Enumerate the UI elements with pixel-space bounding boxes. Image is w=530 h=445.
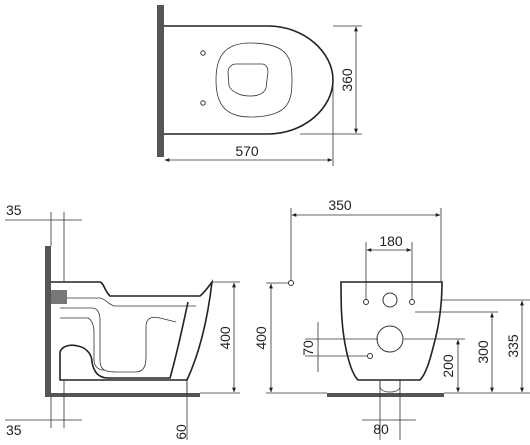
dim-label-35-bottom: 35: [6, 422, 22, 438]
bowl-outline-side: [51, 279, 214, 381]
water-inlet-front: [382, 292, 398, 308]
dim-label-300: 300: [475, 340, 491, 364]
outlet-front: [379, 380, 401, 393]
dim-label-350: 350: [328, 197, 352, 213]
dim-label-70: 70: [300, 340, 316, 356]
dim-label-400-front: 400: [253, 326, 269, 350]
bowl-rim-side: [64, 297, 196, 307]
floor-side-view: [45, 393, 200, 397]
dim-label-35-top: 35: [6, 202, 22, 218]
waste-outlet-front: [376, 325, 404, 353]
dim-label-200: 200: [440, 354, 456, 378]
bowl-rim-top: [215, 42, 293, 118]
dim-label-180: 180: [379, 233, 403, 249]
dim-label-335: 335: [505, 334, 521, 358]
dim-label-400-side: 400: [217, 326, 233, 350]
bowl-opening-top: [227, 63, 269, 97]
fixing-hole-front-right: [409, 299, 415, 305]
bowl-outline-front: [340, 281, 443, 381]
bowl-outline-top: [164, 25, 334, 135]
dim-label-570: 570: [235, 143, 259, 159]
fixing-hole-top-lower: [200, 100, 206, 106]
fixing-hole-front-left: [363, 299, 369, 305]
top-view: 360 570: [157, 5, 362, 166]
wall-side-view: [45, 246, 51, 396]
fixing-hole-front-lower: [367, 353, 373, 359]
front-view: 350 180 400 70 200 300 335 80: [253, 197, 530, 440]
dim-label-60: 60: [173, 424, 189, 440]
fixing-hole-top-upper: [200, 50, 206, 56]
bowl-inner-side: [60, 307, 177, 373]
side-view: 35 35 400 60: [5, 202, 240, 440]
wall-top-view: [157, 5, 164, 157]
fixing-point-front: [288, 280, 294, 286]
bowl-trap-side: [60, 317, 105, 371]
dim-label-360: 360: [339, 68, 355, 92]
dim-label-80: 80: [373, 421, 389, 437]
floor-front-view: [327, 393, 444, 397]
connector-side: [51, 290, 67, 304]
